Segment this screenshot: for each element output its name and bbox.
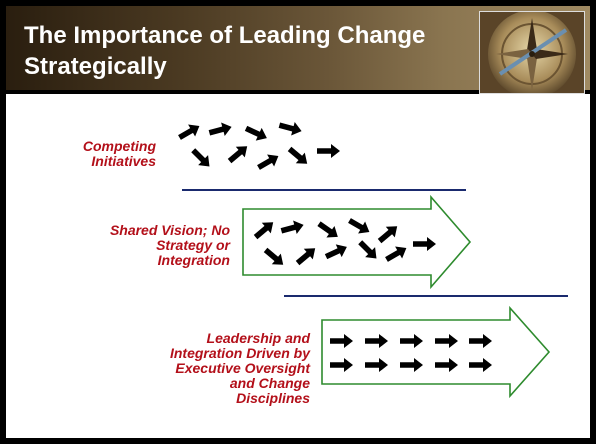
row-label-competing: Competing Initiatives <box>82 138 156 169</box>
divider-1 <box>182 189 466 191</box>
outline-arrow-shared-vision <box>242 194 472 290</box>
slide-header: The Importance of Leading Change Strateg… <box>6 6 590 94</box>
row-label-leadership: Leadership and Integration Driven by Exe… <box>169 330 310 406</box>
outline-arrow-leadership <box>321 305 551 399</box>
small-arrow-icon <box>243 122 270 145</box>
small-arrow-icon <box>207 120 234 140</box>
small-arrow-icon <box>317 144 340 158</box>
small-arrow-icon <box>285 143 312 170</box>
small-arrow-icon <box>277 118 304 138</box>
divider-2 <box>284 295 568 297</box>
arrow-diagram <box>175 118 551 399</box>
small-arrow-icon <box>225 140 252 167</box>
slide-content: Competing Initiatives Shared Vision; No … <box>6 94 590 438</box>
slide-title: The Importance of Leading Change Strateg… <box>24 22 426 80</box>
compass-image <box>479 11 585 94</box>
row-label-shared-vision: Shared Vision; No Strategy or Integratio… <box>109 222 230 268</box>
small-arrow-icon <box>175 119 203 144</box>
small-arrow-icon <box>254 149 282 174</box>
compass-icon <box>480 12 584 93</box>
small-arrow-icon <box>188 145 215 172</box>
